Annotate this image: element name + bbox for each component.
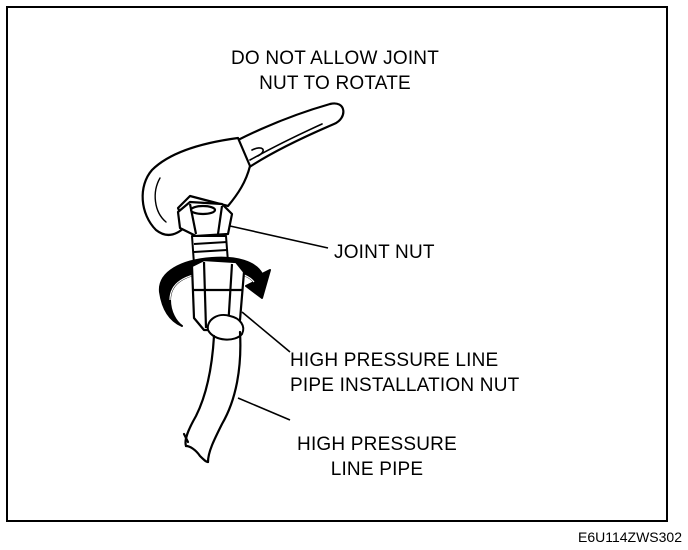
pipe-icon (182, 330, 242, 464)
installation-nut-icon (190, 258, 246, 332)
joint-nut-label: JOINT NUT (334, 242, 435, 263)
pipe-collar (206, 314, 245, 341)
installation-nut-label: HIGH PRESSURE LINE PIPE INSTALLATION NUT (290, 348, 519, 398)
diagram-frame (6, 6, 668, 522)
leader-line-pipe (237, 397, 291, 421)
caution-label-line-1: DO NOT ALLOW JOINT (230, 48, 440, 69)
installation-nut-label-line-2: PIPE INSTALLATION NUT (290, 375, 520, 396)
leader-joint-nut (229, 225, 329, 249)
caution-label-line-2: NUT TO ROTATE (259, 73, 411, 94)
caution-label: DO NOT ALLOW JOINT NUT TO ROTATE (210, 46, 460, 96)
figure-code: E6U114ZWS302 (577, 529, 682, 545)
leader-installation-nut (241, 311, 291, 353)
installation-nut-label-line-1: HIGH PRESSURE LINE (290, 350, 499, 371)
line-pipe-label-line-2: LINE PIPE (330, 459, 424, 480)
line-pipe-label: HIGH PRESSURE LINE PIPE (272, 432, 482, 482)
line-pipe-label-line-1: HIGH PRESSURE (297, 434, 457, 455)
wrench-icon (141, 102, 345, 236)
leader-lines (229, 225, 329, 421)
joint-nut-icon (176, 200, 234, 238)
